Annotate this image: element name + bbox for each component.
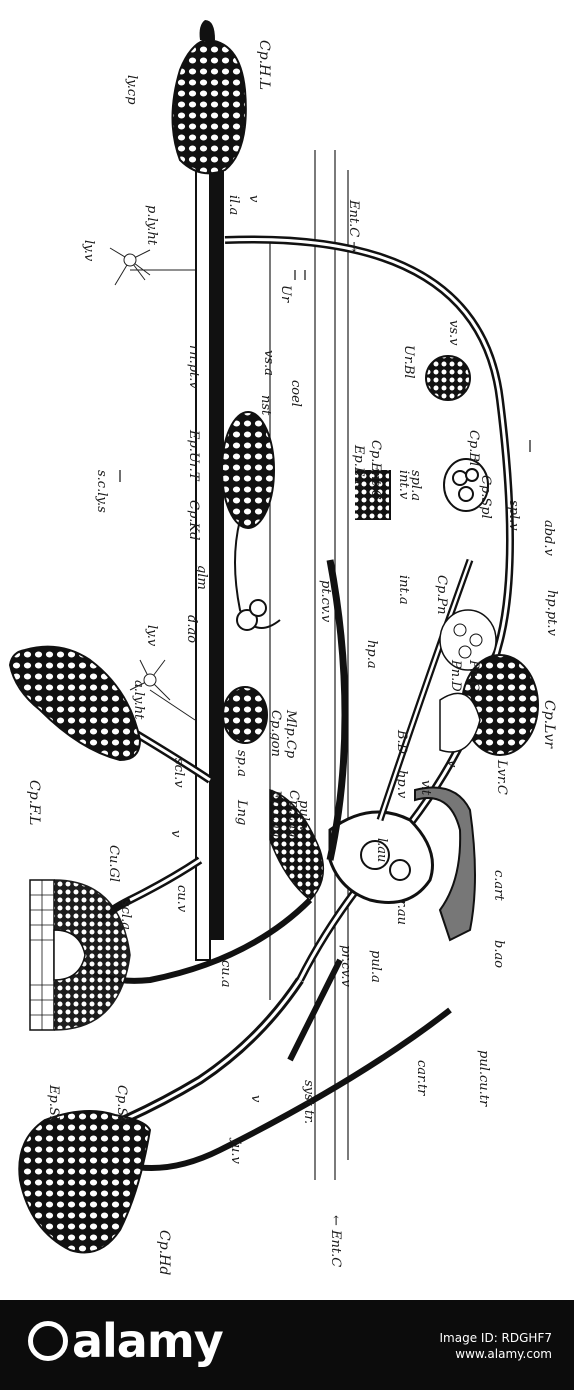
label-ly-cp: ly.cp <box>124 75 139 105</box>
label-ent-c-left: ← Ent.C <box>328 1215 343 1267</box>
label-spl-v: spl.v <box>506 500 521 531</box>
label-int-v: int.v <box>396 470 411 500</box>
label-ur: Ur <box>278 285 293 303</box>
label-pul-cu-tr: pul.cu.tr <box>476 1050 491 1107</box>
urinary-bladder <box>425 355 471 401</box>
label-r-au: r.au <box>394 900 409 925</box>
label-v-top: v <box>168 830 183 838</box>
label-v-hd: v <box>248 1095 263 1103</box>
label-hp-a: hp.a <box>364 640 379 669</box>
label-a-ly-ht: a.ly.ht <box>131 680 146 720</box>
label-int-a: int.a <box>396 575 411 605</box>
label-c-art: c.art <box>491 870 506 901</box>
kidney <box>221 411 281 631</box>
label-cp-lng: Cp.Lng <box>286 790 301 838</box>
label-cp-fl: Cp.F.L <box>26 780 42 825</box>
label-pr-cv-v: pr.cv.v <box>338 945 353 987</box>
intestine-capillaries <box>355 470 391 520</box>
label-hp-pt-v: hp.pt.v <box>544 590 559 637</box>
label-car-tr: car.tr <box>414 1060 429 1096</box>
label-mlp-cp: Mlp.Cp <box>283 709 298 759</box>
label-pul-v: pul.v <box>296 800 311 833</box>
label-cp-kd: Cp.Kd <box>186 500 201 540</box>
jugular-vein <box>98 977 304 1135</box>
label-spl-a: spl.a <box>408 470 423 501</box>
label-hp-v: hp.v <box>394 770 409 799</box>
label-v-t: v.t <box>418 780 433 796</box>
label-cp-gon: Cp.gon <box>268 710 283 757</box>
skin-section <box>29 879 131 1031</box>
fore-limb <box>8 645 142 762</box>
label-v-mid: v <box>444 760 459 768</box>
image-id: Image ID: RDGHF7 <box>439 1331 552 1345</box>
label-scl-v: scl.v <box>171 758 186 788</box>
label-ep-lng: Ep.Lng <box>268 789 283 837</box>
label-cu-a: cu.a <box>218 960 233 988</box>
head-vessel <box>108 1007 452 1171</box>
label-cp-sk: Cp.Sk <box>114 1085 129 1124</box>
label-ep-ent: Ep.Ent <box>351 444 366 491</box>
label-ly-v-top: ly.v <box>81 240 96 262</box>
label-abd-v: abd.v <box>541 520 556 557</box>
head <box>18 1110 152 1254</box>
label-s-c-ly-s: s.c.ly.s <box>94 470 109 513</box>
label-ur-bl: Ur.Bl <box>401 345 416 379</box>
label-cp-bl: Cp.Bl <box>466 430 481 466</box>
lung <box>269 788 325 902</box>
label-v-hl: v <box>246 195 261 203</box>
label-ly-v-mid: ly.v <box>144 625 159 647</box>
label-p-ly-ht: p.ly.ht <box>144 205 159 246</box>
spleen <box>443 458 489 512</box>
label-syst-tr: syst tr. <box>301 1080 316 1124</box>
liver <box>439 654 539 756</box>
stock-banner: alamy Image ID: RDGHF7 www.alamy.com <box>0 1300 574 1390</box>
label-cp-hl: Cp.H.L <box>256 40 272 90</box>
alamy-logo: alamy <box>28 1314 224 1368</box>
gonad <box>222 686 268 744</box>
label-vs-a: vs.a <box>261 350 276 376</box>
lymph-hearts <box>109 247 196 721</box>
label-b-ao: b.ao <box>491 940 506 968</box>
circulatory-diagram: Ep.Sk Cp.Sk Cu.Gl Cp.F.L a.ly.ht ly.v sc… <box>8 20 559 1275</box>
diagram-plate: Ep.Sk Cp.Sk Cu.Gl Cp.F.L a.ly.ht ly.v sc… <box>8 20 559 1276</box>
label-il-a: il.a <box>226 195 241 215</box>
label-sp-a: sp.a <box>234 750 249 777</box>
label-ep-ur-t: Ep.Ur.T <box>186 429 201 482</box>
diagram-labels: Ep.Sk Cp.Sk Cu.Gl Cp.F.L a.ly.ht ly.v sc… <box>26 40 559 1275</box>
label-pn-d: Pn.D <box>448 659 463 692</box>
label-coel: coel <box>288 380 303 407</box>
stock-meta: Image ID: RDGHF7 www.alamy.com <box>440 1330 552 1362</box>
label-vs-v: vs.v <box>446 320 461 346</box>
label-d-ao: d.ao <box>184 615 199 643</box>
label-nst: nst <box>258 395 273 416</box>
label-rn-pt-v: rn.pt.v <box>186 345 201 389</box>
label-lng: Lng <box>234 799 249 825</box>
site-url: www.alamy.com <box>455 1347 552 1361</box>
label-cu-v: cu.v <box>174 885 189 913</box>
label-l-au: l.au <box>374 838 389 862</box>
label-cp-lvr: Cp.Lvr <box>541 700 557 749</box>
label-ju-v: ju.v <box>228 1137 243 1165</box>
pancreas <box>439 609 497 671</box>
label-cp-ent-c: Cp.Ent.C <box>368 440 383 500</box>
label-bd: B.D <box>394 729 409 755</box>
label-pn-c: Pn.C <box>466 659 481 691</box>
label-pul-a: pul.a <box>368 950 383 983</box>
label-lvr-c: Lvr.C <box>494 759 509 795</box>
hind-limb <box>171 20 247 175</box>
flow-arrows <box>119 270 531 482</box>
label-glm: glm <box>194 565 209 590</box>
label-pt-cv-v: pt.cv.v <box>318 580 333 623</box>
alamy-logo-mark-icon <box>28 1320 68 1361</box>
logo-text: alamy <box>72 1314 224 1368</box>
label-cu-gl: Cu.Gl <box>106 845 121 882</box>
label-cp-hd: Cp.Hd <box>156 1230 172 1275</box>
label-cp-spl: Cp.Spl <box>478 475 493 519</box>
label-cp-pn: Cp.Pn <box>434 575 449 615</box>
dorsal-aorta <box>195 119 224 961</box>
label-ent-c-right: Ent.C → <box>346 199 361 252</box>
label-scl-a: scl.a <box>118 900 133 930</box>
label-ep-sk: Ep.Sk <box>46 1084 61 1124</box>
